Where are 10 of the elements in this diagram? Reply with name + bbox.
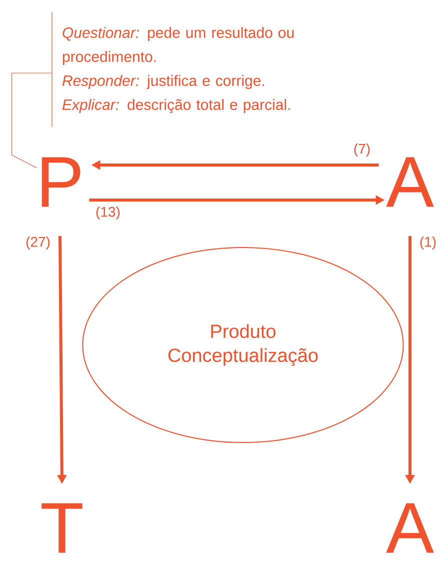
letter: T <box>42 503 82 553</box>
callout-text: Questionar: pede um resultado ou procedimento. Responder: justifica e corrige. Explicar: descrição total e parcial. <box>62 26 294 114</box>
edge-label: (7) <box>352 142 372 158</box>
letter: P <box>42 157 80 207</box>
letter: A <box>386 157 434 207</box>
leader-line <box>12 72 52 168</box>
edge-label: (13) <box>94 205 122 221</box>
edge-label: (1) <box>418 235 438 251</box>
edge-label: (27) <box>24 235 52 251</box>
letter: A <box>386 503 434 553</box>
